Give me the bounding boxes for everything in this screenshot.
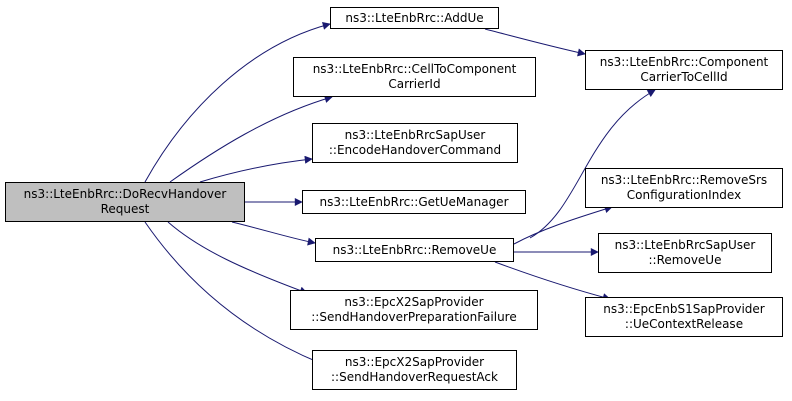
node-sap-user-remove-ue[interactable]: ns3::LteEnbRrcSapUser ::RemoveUe <box>598 233 772 273</box>
edge-root-to-send-ho-ack <box>144 221 321 364</box>
node-label-line2: Request <box>100 202 150 216</box>
node-label-line1: ns3::LteEnbRrc::Component <box>599 55 769 69</box>
node-label-line2: ::UeContextRelease <box>624 317 744 331</box>
node-send-handover-request-ack[interactable]: ns3::EpcX2SapProvider ::SendHandoverRequ… <box>312 350 517 390</box>
node-label-line1: ns3::EpcEnbS1SapProvider <box>603 302 765 316</box>
node-add-ue[interactable]: ns3::LteEnbRrc::AddUe <box>330 7 499 29</box>
node-component-carrier-to-cell-id[interactable]: ns3::LteEnbRrc::Component CarrierToCellI… <box>585 50 783 90</box>
node-remove-srs-configuration-index[interactable]: ns3::LteEnbRrc::RemoveSrs ConfigurationI… <box>585 168 783 208</box>
edge-remove-ue-to-remove-srs <box>513 205 613 245</box>
node-encode-handover-command[interactable]: ns3::LteEnbRrcSapUser ::EncodeHandoverCo… <box>312 123 518 163</box>
node-label-line2: ConfigurationIndex <box>626 188 742 202</box>
edge-root-to-send-ho-fail <box>167 221 308 295</box>
node-label-line1: ns3::EpcX2SapProvider <box>344 355 485 369</box>
node-cell-to-component-carrier-id[interactable]: ns3::LteEnbRrc::CellToComponent CarrierI… <box>293 57 536 97</box>
node-remove-ue[interactable]: ns3::LteEnbRrc::RemoveUe <box>315 238 514 262</box>
node-label-line2: CarrierToCellId <box>640 70 728 84</box>
edge-remove-ue-to-ue-ctx-release <box>494 261 611 302</box>
edge-root-to-add-ue <box>144 21 331 183</box>
node-label-line2: ::RemoveUe <box>648 253 722 267</box>
edge-root-to-encode-ho <box>199 155 313 183</box>
node-ue-context-release[interactable]: ns3::EpcEnbS1SapProvider ::UeContextRele… <box>585 297 783 337</box>
node-label-line1: ns3::LteEnbRrc::RemoveSrs <box>600 173 768 187</box>
node-label-line1: ns3::LteEnbRrcSapUser <box>344 128 486 142</box>
node-label-line2: ::EncodeHandoverCommand <box>328 143 502 157</box>
node-label-line1: ns3::LteEnbRrc::RemoveUe <box>332 242 497 257</box>
node-label-line1: ns3::LteEnbRrc::GetUeManager <box>319 194 509 209</box>
node-label-line1: ns3::LteEnbRrc::CellToComponent <box>312 62 517 76</box>
node-do-recv-handover-request: ns3::LteEnbRrc::DoRecvHandover Request <box>5 182 245 222</box>
node-send-handover-preparation-failure[interactable]: ns3::EpcX2SapProvider ::SendHandoverPrep… <box>290 290 538 330</box>
node-label-line1: ns3::LteEnbRrc::DoRecvHandover <box>23 187 227 201</box>
node-get-ue-manager[interactable]: ns3::LteEnbRrc::GetUeManager <box>302 190 526 214</box>
edge-remove-ue-to-cc-to-cell <box>529 89 656 239</box>
node-label-line1: ns3::EpcX2SapProvider <box>344 295 484 309</box>
node-label-line2: ::SendHandoverPreparationFailure <box>311 310 517 324</box>
node-label-line2: ::SendHandoverRequestAck <box>331 370 498 384</box>
node-label-line2: CarrierId <box>388 77 441 91</box>
node-label-line1: ns3::LteEnbRrcSapUser <box>614 238 756 252</box>
edge-add-ue-to-cc-to-cell <box>484 28 586 57</box>
node-label-line1: ns3::LteEnbRrc::AddUe <box>345 10 484 25</box>
edge-root-to-cell-to-cc <box>169 95 333 183</box>
edge-root-to-remove-ue <box>231 221 316 246</box>
